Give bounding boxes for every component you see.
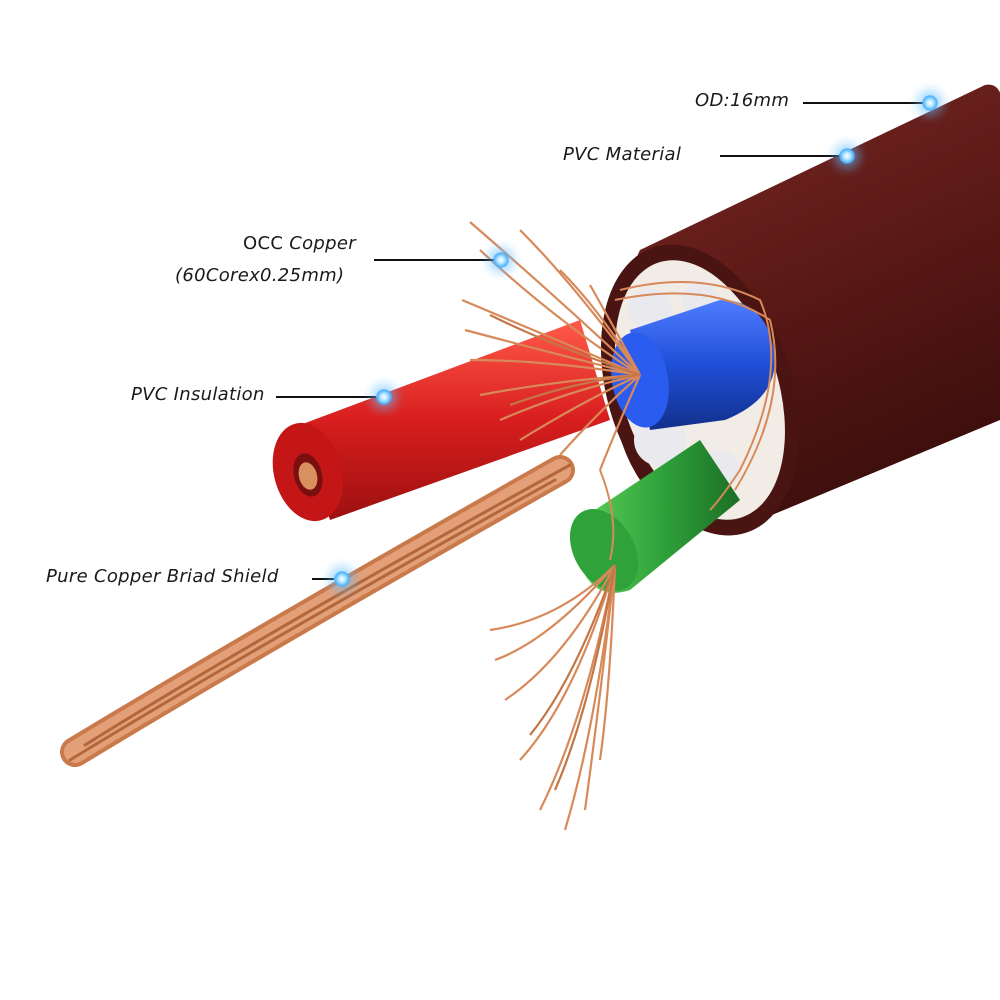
- ground-copper-strands: [489, 564, 617, 831]
- occ-copper-marker: [493, 252, 509, 268]
- braid-shield-label: Pure Copper Briad Shield: [46, 566, 279, 587]
- pvc-insulation-marker: [376, 389, 392, 405]
- copper-braid-shield: [60, 455, 575, 767]
- braid-shield-marker: [334, 571, 350, 587]
- od-leader-line: [803, 102, 928, 104]
- pvc-material-leader-line: [720, 155, 845, 157]
- occ-copper-spec-label: (60Corex0.25mm): [175, 265, 345, 286]
- occ-copper-prefix: OCC: [243, 233, 284, 254]
- shield-wrap-strands: [599, 281, 777, 561]
- occ-copper-label: OCC Copper: [243, 233, 356, 254]
- red-core: [272, 320, 610, 522]
- occ-copper-leader-line: [374, 259, 496, 261]
- od-marker: [922, 95, 938, 111]
- occ-copper-suffix: Copper: [283, 233, 356, 254]
- occ-copper-strands: [461, 221, 642, 471]
- green-core: [569, 440, 740, 593]
- pvc-insulation-label: PVC Insulation: [131, 384, 265, 405]
- pvc-material-marker: [839, 148, 855, 164]
- pvc-material-label: PVC Material: [563, 144, 682, 165]
- braid-shield-leader-line: [312, 578, 334, 580]
- od-label: OD:16mm: [695, 90, 790, 111]
- pvc-insulation-leader-line: [276, 396, 376, 398]
